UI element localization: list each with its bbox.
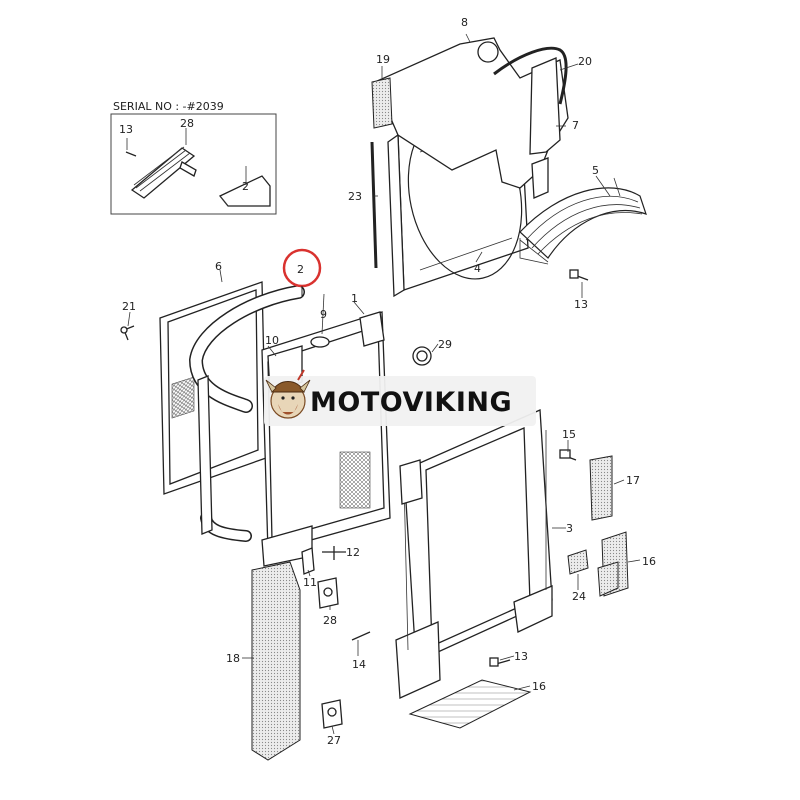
foam-block-24 (567, 549, 589, 575)
callout-23: 23 (348, 190, 362, 203)
bracket-7 (529, 57, 561, 199)
callout-24: 24 (572, 590, 586, 603)
bolt-14 (351, 631, 371, 641)
radiator-corner-2-inset (218, 175, 271, 207)
callout-19: 19 (376, 53, 390, 66)
callout-10: 10 (265, 334, 279, 347)
highlight-circle (282, 248, 322, 296)
bolt-13-upper (569, 269, 589, 281)
callout-4: 4 (474, 262, 481, 275)
seal-strip-23 (370, 141, 378, 269)
foam-block-17 (597, 531, 629, 597)
clamp-29 (412, 346, 432, 366)
callout-2: 2 (297, 263, 304, 276)
pad-16 (408, 679, 532, 729)
inset-callout-13: 13 (119, 123, 133, 136)
callout-22: 21 (122, 300, 136, 313)
callout-16: 16 (532, 680, 546, 693)
cap-9 (310, 336, 330, 348)
callout-13-lower: 13 (514, 650, 528, 663)
callout-3: 3 (566, 522, 573, 535)
callout-17: 16 (642, 555, 656, 568)
spacer-27 (317, 577, 339, 609)
callout-6: 6 (215, 260, 222, 273)
callout-13-upper: 13 (574, 298, 588, 311)
callout-12: 12 (346, 546, 360, 559)
callout-labels: 2 13 28 8 19 20 7 5 23 4 13 6 2 1 9 10 2… (119, 16, 656, 747)
serial-number-label: SERIAL NO : -#2039 (113, 100, 224, 113)
upper-hose (188, 285, 305, 413)
callout-1: 1 (351, 292, 358, 305)
radiator-1 (261, 311, 391, 567)
brand-banner: MOTOVIKING (264, 369, 536, 426)
callout-7: 7 (572, 119, 579, 132)
callout-29: 29 (438, 338, 452, 351)
serial-inset (110, 113, 277, 215)
callout-11: 11 (303, 576, 317, 589)
bolt-13-lower (489, 657, 511, 667)
callout-21: 20 (578, 55, 592, 68)
callout-8: 8 (461, 16, 468, 29)
foam-block-20 (589, 455, 613, 521)
finger-guard-5 (519, 177, 647, 265)
callout-15: 15 (562, 428, 576, 441)
mounting-frame-3 (395, 409, 553, 699)
callout-14: 14 (352, 658, 366, 671)
hose-21 (493, 46, 568, 105)
callout-18: 18 (226, 652, 240, 665)
oil-cooler-28 (125, 146, 197, 199)
frame-bracket-left (197, 375, 213, 535)
spacer-26 (321, 699, 343, 729)
callout-5: 5 (592, 164, 599, 177)
brand-name: MOTOVIKING (310, 387, 512, 418)
viking-mascot-logo (265, 369, 311, 419)
leader-lines (127, 33, 641, 735)
callout-26: 27 (327, 734, 341, 747)
callout-20: 17 (626, 474, 640, 487)
inset-callout-2: 2 (242, 180, 249, 193)
fitting-11 (301, 547, 315, 575)
callout-9: 9 (320, 308, 327, 321)
foam-pad-19 (371, 77, 393, 129)
bolt-22 (120, 325, 135, 341)
fitting-12 (322, 546, 346, 560)
bolt-15 (559, 449, 577, 461)
callout-27: 28 (323, 614, 337, 627)
inset-callout-28: 28 (180, 117, 194, 130)
foam-block-18 (251, 561, 301, 761)
